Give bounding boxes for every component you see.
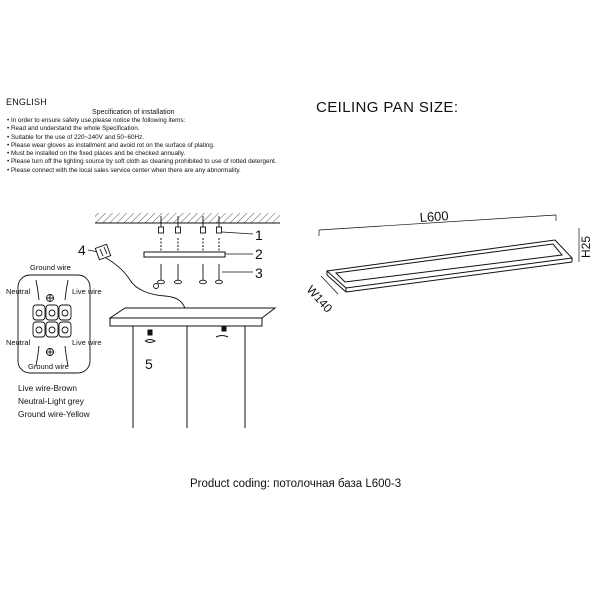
wire-legend-item: Live wire-Brown <box>18 383 78 393</box>
live-wire-bottom-label: Live wire <box>72 338 102 347</box>
callout-4: 4 <box>78 242 86 258</box>
pan-width-label: W140 <box>304 283 336 316</box>
wire-color-legend: Live wire-Brown Neutral-Light grey Groun… <box>18 382 90 421</box>
specification-intro: In order to ensure safety use,please not… <box>7 117 277 125</box>
product-coding: Product coding: потолочная база L600-3 <box>190 478 402 490</box>
callout-1: 1 <box>255 227 263 243</box>
neutral-bottom-label: Neutral <box>6 338 31 347</box>
lamp-fixture <box>108 307 277 428</box>
specification-item: Suitable for the use of 220~240V and 50~… <box>7 134 277 142</box>
mounting-bar <box>143 238 226 258</box>
specification-title: Specification of installation <box>92 109 175 116</box>
ceiling-pan-drawing <box>318 214 580 295</box>
language-heading: ENGLISH <box>6 97 47 107</box>
callout-3: 3 <box>255 265 263 281</box>
wiring-diagram <box>17 274 91 374</box>
ceiling-screws <box>158 216 222 234</box>
bar-screws <box>157 264 223 285</box>
wire-legend-item: Neutral-Light grey <box>18 396 84 406</box>
specification-item: Must be installed on the fixed places an… <box>7 150 277 158</box>
specification-item: Please connect with the local sales serv… <box>7 167 277 175</box>
specification-item: Please wear gloves as installment and av… <box>7 142 277 150</box>
live-wire-top-label: Live wire <box>72 287 102 296</box>
neutral-top-label: Neutral <box>6 287 31 296</box>
ceiling-pan-title: CEILING PAN SIZE: <box>316 99 459 116</box>
callout-5: 5 <box>145 356 153 372</box>
ground-wire-top-label: Ground wire <box>30 263 71 272</box>
ground-wire-bottom-label: Ground wire <box>28 362 69 371</box>
specification-list: In order to ensure safety use,please not… <box>7 117 277 175</box>
wire-legend-item: Ground wire-Yellow <box>18 409 90 419</box>
specification-item: Please turn off the lighting source by s… <box>7 158 277 166</box>
specification-item: Read and understand the whole Specificat… <box>7 125 277 133</box>
ceiling-surface <box>95 213 280 224</box>
callout-2: 2 <box>255 246 263 262</box>
pan-height-label: H25 <box>579 236 593 258</box>
callout-leaders <box>87 231 254 273</box>
terminal-block <box>94 243 187 313</box>
pan-length-label: L600 <box>419 208 449 225</box>
